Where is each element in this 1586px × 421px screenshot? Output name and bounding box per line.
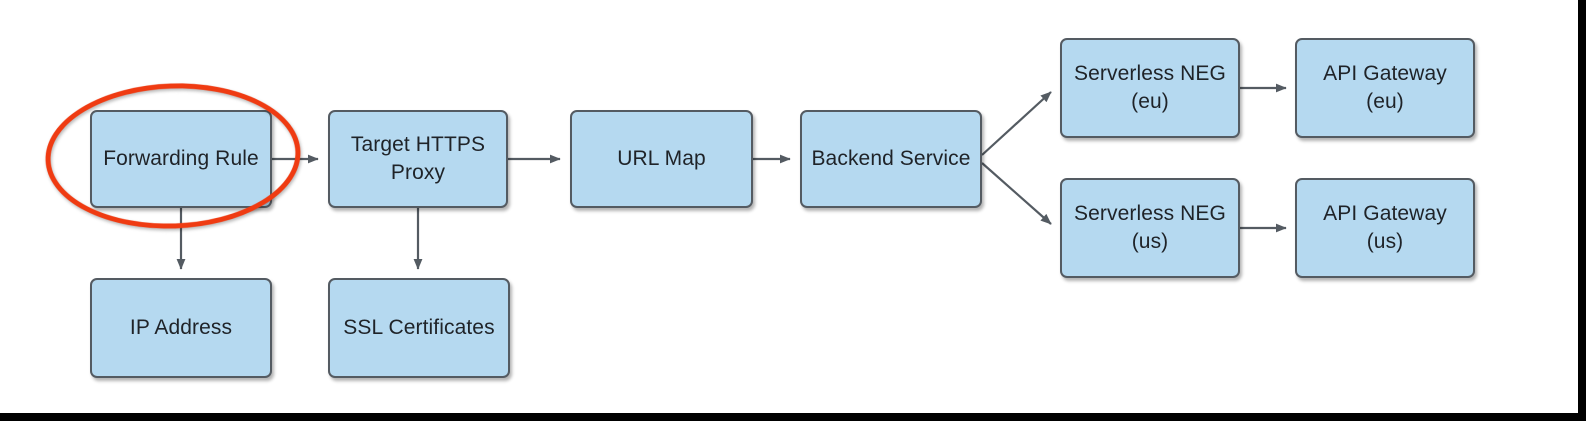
frame-right-bar	[1578, 0, 1586, 421]
node-backend-service[interactable]: Backend Service	[800, 110, 982, 208]
edge-backend-service-to-serverless-neg-eu	[981, 91, 1052, 156]
node-api-gateway-us[interactable]: API Gateway (us)	[1295, 178, 1475, 278]
node-forwarding-rule[interactable]: Forwarding Rule	[90, 110, 272, 208]
node-ip-address[interactable]: IP Address	[90, 278, 272, 378]
node-target-https-proxy[interactable]: Target HTTPS Proxy	[328, 110, 508, 208]
frame-bottom-bar	[0, 413, 1586, 421]
node-serverless-neg-us[interactable]: Serverless NEG (us)	[1060, 178, 1240, 278]
node-serverless-neg-eu[interactable]: Serverless NEG (eu)	[1060, 38, 1240, 138]
node-api-gateway-eu[interactable]: API Gateway (eu)	[1295, 38, 1475, 138]
diagram-surface: Forwarding Rule Target HTTPS Proxy URL M…	[45, 38, 1475, 378]
node-url-map[interactable]: URL Map	[570, 110, 753, 208]
edge-backend-service-to-serverless-neg-us	[981, 162, 1052, 225]
node-ssl-certificates[interactable]: SSL Certificates	[328, 278, 510, 378]
